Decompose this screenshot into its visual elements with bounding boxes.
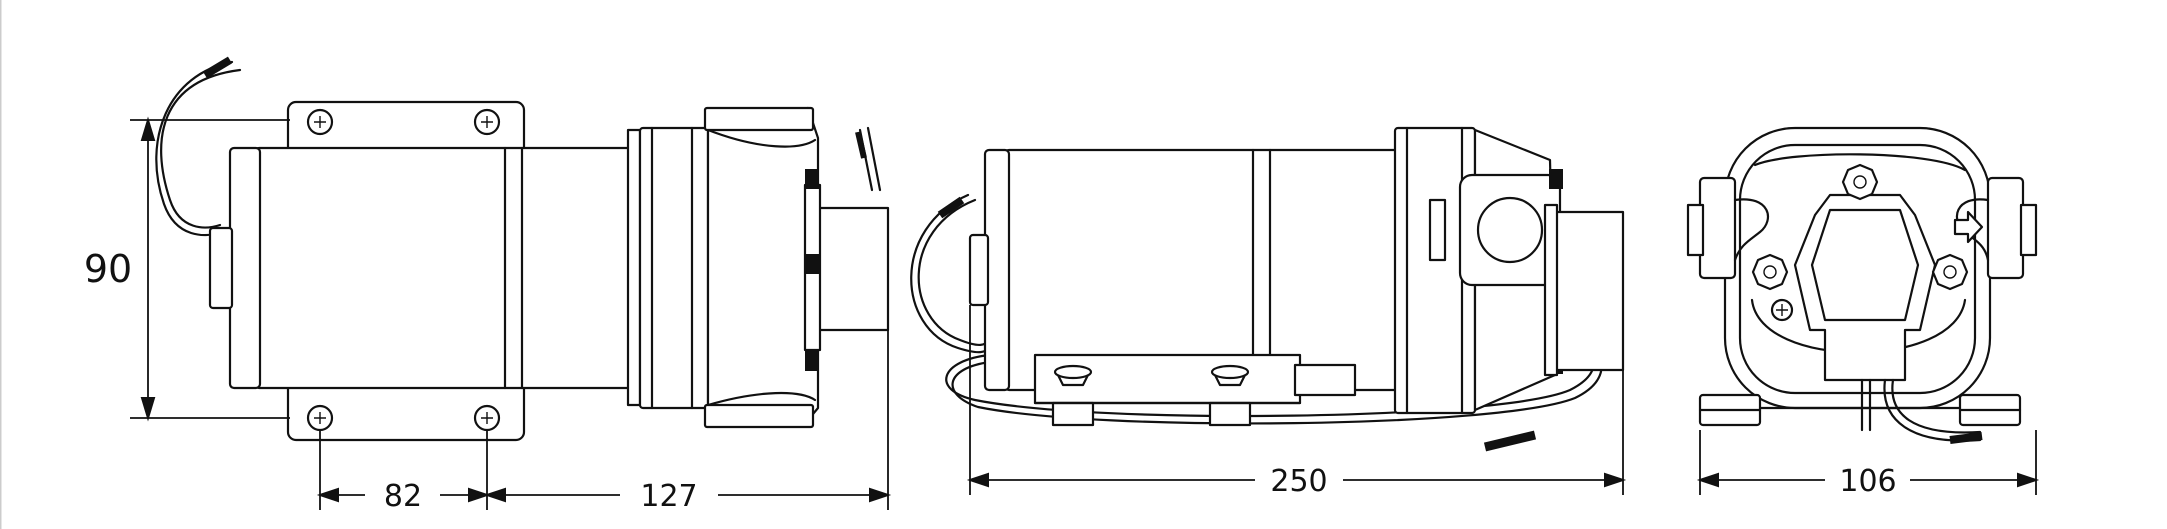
height-dimension-label: 90: [84, 247, 132, 291]
overall-length-dimension: 250: [966, 305, 1627, 499]
front-length-dimension: 127: [483, 330, 892, 514]
pump-head-top: [638, 126, 710, 410]
mount-screw: [306, 108, 334, 136]
side-view: 250: [910, 126, 1627, 499]
power-wire-top-view: [155, 56, 242, 237]
outlet-port-side: [1553, 210, 1625, 372]
mount-spacing-label: 82: [384, 479, 422, 514]
height-dimension: 90: [84, 116, 290, 422]
head-bolt-icon: [1751, 253, 1789, 291]
mount-spacing-dimension: 82: [316, 430, 491, 514]
motor-body: [253, 146, 652, 390]
top-view: 90 82 127: [84, 56, 892, 514]
overall-length-label: 250: [1270, 464, 1327, 499]
mount-screw: [473, 404, 501, 432]
screw-icon: [1770, 298, 1794, 322]
head-bolt-icon: [1841, 163, 1879, 201]
end-view: 106: [1686, 126, 2040, 499]
pressure-switch: [1793, 193, 1937, 382]
mount-screw: [306, 404, 334, 432]
mount-screw: [473, 108, 501, 136]
flow-direction-arrow-icon: [1953, 210, 1984, 244]
head-bolt-icon: [1931, 253, 1969, 291]
overall-width-label: 106: [1839, 464, 1896, 499]
outlet-port-top: [816, 206, 890, 332]
rubber-foot: [1051, 364, 1095, 427]
overall-width-dimension: 106: [1696, 430, 2040, 499]
inlet-port-side: [1476, 196, 1544, 264]
front-length-label: 127: [640, 479, 697, 514]
